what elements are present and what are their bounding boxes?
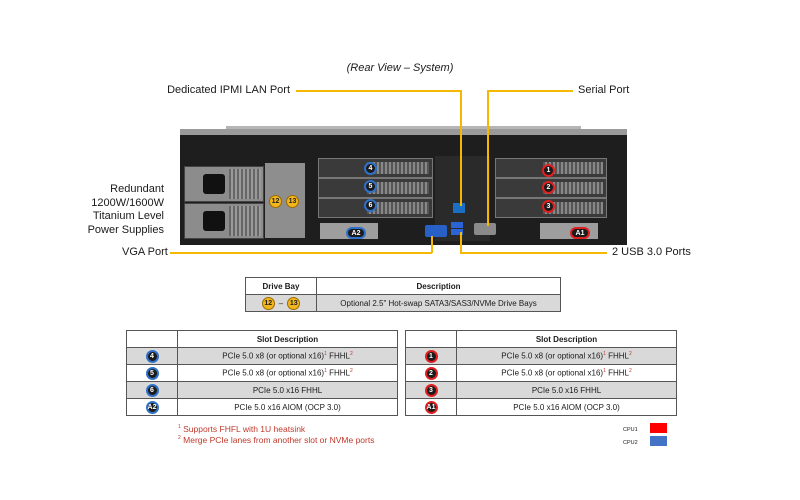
leader-vga-h (170, 252, 432, 254)
slot-right-header: Slot Description (456, 330, 677, 348)
slot-desc-2: PCIe 5.0 x8 (or optional x16)1 FHHL2 (456, 364, 677, 382)
marker-slot-1: 1 (542, 164, 555, 177)
label-vga-port: VGA Port (122, 246, 168, 258)
table-row: 6 PCIe 5.0 x16 FHHL (126, 381, 398, 399)
drive-desc-header: Description (316, 277, 561, 295)
drive-bay-marker-13: 13 (287, 296, 301, 310)
slot-marker-a2: A2 (145, 400, 159, 414)
marker-slot-5: 5 (364, 180, 377, 193)
diagram-caption: (Rear View – System) (346, 62, 454, 74)
slot-left-header: Slot Description (177, 330, 398, 348)
leader-usb-v (460, 232, 462, 253)
serial-port (474, 223, 496, 235)
marker-slot-6: 6 (364, 199, 377, 212)
leader-ipmi-h (296, 90, 461, 92)
slot-desc-6: PCIe 5.0 x16 FHHL (177, 381, 398, 399)
table-row: 1 PCIe 5.0 x8 (or optional x16)1 FHHL2 (405, 347, 677, 365)
label-power-supplies: Redundant 1200W/1600W Titanium Level Pow… (70, 183, 164, 237)
label-psu-line-1: Redundant (110, 183, 164, 195)
marker-slot-a2: A2 (346, 227, 366, 239)
drive-bay-table: Drive Bay Description 12 – 13 Optional 2… (245, 277, 561, 312)
slot-marker-5: 5 (145, 366, 159, 380)
table-row: 4 PCIe 5.0 x8 (or optional x16)1 FHHL2 (126, 347, 398, 365)
drive-bay-dash: – (278, 298, 284, 308)
legend-cpu2-label: CPU2 (623, 440, 638, 446)
marker-bay-13: 13 (286, 195, 299, 208)
table-row: 5 PCIe 5.0 x8 (or optional x16)1 FHHL2 (126, 364, 398, 382)
leader-ipmi-v (460, 90, 462, 206)
label-usb-ports: 2 USB 3.0 Ports (612, 246, 691, 258)
drive-bay-header: Drive Bay (245, 277, 317, 295)
slot-desc-4: PCIe 5.0 x8 (or optional x16)1 FHHL2 (177, 347, 398, 365)
slot-marker-1: 1 (424, 349, 438, 363)
label-psu-line-4: Power Supplies (87, 223, 164, 236)
slot-desc-a1: PCIe 5.0 x16 AIOM (OCP 3.0) (456, 398, 677, 416)
slot-marker-6: 6 (145, 383, 159, 397)
legend-cpu2-swatch (650, 436, 667, 446)
leader-usb-h (460, 252, 607, 254)
slot-table-right: Slot Description 1 PCIe 5.0 x8 (or optio… (405, 330, 677, 416)
leader-serial-h (487, 90, 573, 92)
ipmi-lan-port (453, 203, 465, 213)
power-supply-1 (184, 166, 264, 202)
slot-marker-2: 2 (424, 366, 438, 380)
drive-bay-description: Optional 2.5" Hot-swap SATA3/SAS3/NVMe D… (316, 294, 561, 312)
label-serial-port: Serial Port (578, 84, 630, 96)
slot-desc-1: PCIe 5.0 x8 (or optional x16)1 FHHL2 (456, 347, 677, 365)
marker-slot-2: 2 (542, 181, 555, 194)
table-row: 2 PCIe 5.0 x8 (or optional x16)1 FHHL2 (405, 364, 677, 382)
marker-slot-3: 3 (542, 200, 555, 213)
drive-bay-marker-12: 12 (261, 296, 275, 310)
slot-marker-3: 3 (424, 383, 438, 397)
legend-cpu1-label: CPU1 (623, 427, 638, 433)
slot-left-marker-header (126, 330, 178, 348)
slot-marker-a1: A1 (424, 400, 438, 414)
label-psu-line-2: 1200W/1600W (91, 196, 164, 209)
table-row: A1 PCIe 5.0 x16 AIOM (OCP 3.0) (405, 398, 677, 416)
power-supply-2 (184, 203, 264, 239)
table-row: 3 PCIe 5.0 x16 FHHL (405, 381, 677, 399)
label-ipmi-port: Dedicated IPMI LAN Port (167, 84, 290, 96)
footnote-1: 1 Supports FHFL with 1U heatsink (178, 424, 306, 434)
slot-desc-3: PCIe 5.0 x16 FHHL (456, 381, 677, 399)
slot-desc-a2: PCIe 5.0 x16 AIOM (OCP 3.0) (177, 398, 398, 416)
table-row: A2 PCIe 5.0 x16 AIOM (OCP 3.0) (126, 398, 398, 416)
leader-vga-v (431, 236, 433, 253)
leader-serial-v (487, 90, 489, 226)
slot-marker-4: 4 (145, 349, 159, 363)
drive-bay-cell: 12 – 13 (245, 294, 317, 312)
label-psu-line-3: Titanium Level (92, 210, 164, 222)
slot-right-marker-header (405, 330, 457, 348)
legend-cpu1-swatch (650, 423, 667, 433)
marker-slot-4: 4 (364, 162, 377, 175)
slot-desc-5: PCIe 5.0 x8 (or optional x16)1 FHHL2 (177, 364, 398, 382)
footnote-2: 2 Merge PCIe lanes from another slot or … (178, 435, 375, 445)
usb-port-2 (451, 229, 463, 235)
usb-port-1 (451, 222, 463, 228)
slot-table-left: Slot Description 4 PCIe 5.0 x8 (or optio… (126, 330, 398, 416)
marker-slot-a1: A1 (570, 227, 590, 239)
marker-bay-12: 12 (269, 195, 282, 208)
vga-port (425, 225, 447, 237)
